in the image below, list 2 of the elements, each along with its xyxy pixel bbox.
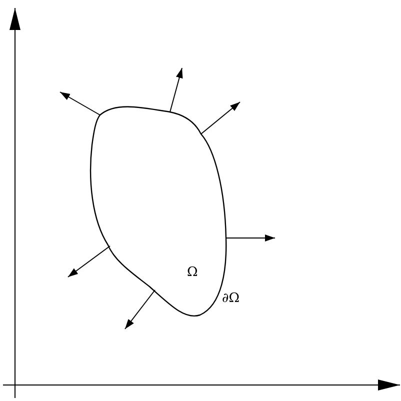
region-label: Ω — [187, 266, 198, 279]
boundary-label: ∂Ω — [222, 292, 240, 305]
